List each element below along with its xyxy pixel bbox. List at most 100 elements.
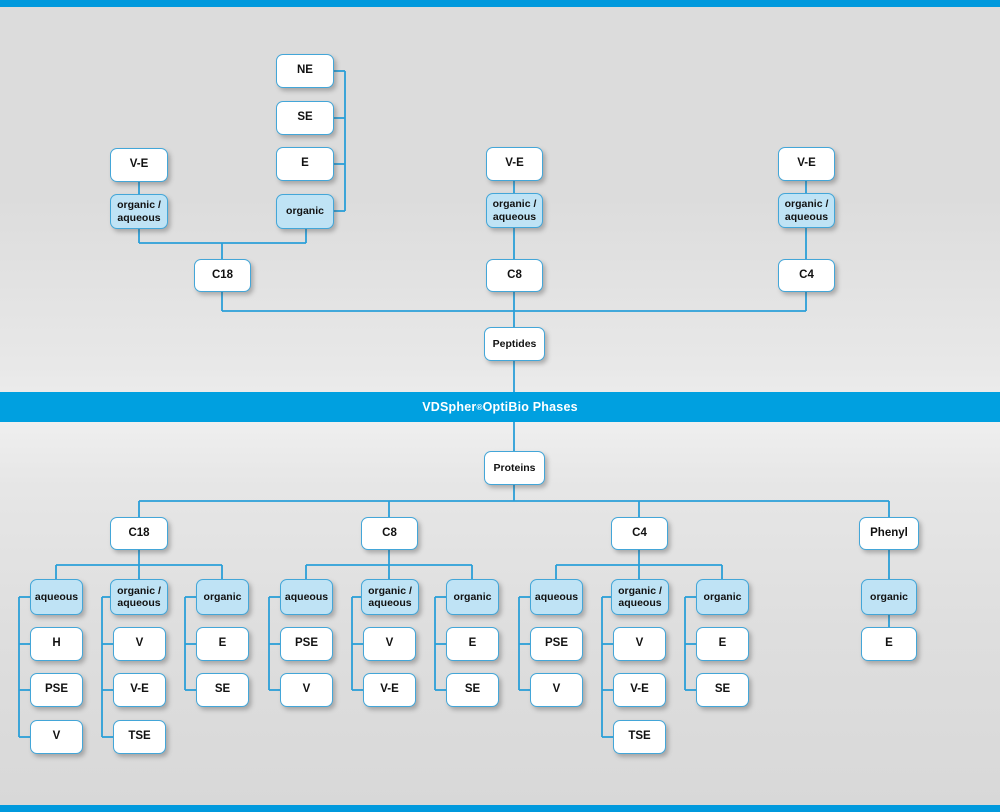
node-c4-aqueous-product-1[interactable]: PSE <box>530 627 583 661</box>
node-peptides-phase-c8[interactable]: C8 <box>486 259 543 292</box>
node-label: V <box>385 637 394 650</box>
node-label: NE <box>297 64 313 77</box>
node-label: E <box>885 637 893 650</box>
node-peptides-c18-organic-aqueous[interactable]: organic / aqueous <box>110 194 168 229</box>
node-label: E <box>301 157 309 170</box>
node-c18-organic-product-2[interactable]: SE <box>196 673 249 707</box>
node-c8-mode-aqueous[interactable]: aqueous <box>280 579 333 615</box>
node-peptides-c18-organic[interactable]: organic <box>276 194 334 229</box>
node-label-line1: organic / <box>618 584 662 597</box>
node-label-line2: aqueous <box>117 597 161 609</box>
node-label: aqueous <box>534 590 579 603</box>
node-c8-mode-organic[interactable]: organic <box>446 579 499 615</box>
node-c8-organic-aqueous-product-2[interactable]: V-E <box>363 673 416 707</box>
node-label-line1: organic / <box>117 199 161 212</box>
node-label: V-E <box>380 683 399 696</box>
node-peptides-c18-se[interactable]: SE <box>276 101 334 135</box>
node-peptides-c18-ne[interactable]: NE <box>276 54 334 88</box>
node-label: C18 <box>211 268 234 281</box>
node-proteins-phase-c4[interactable]: C4 <box>611 517 668 550</box>
node-peptides-c8-organic-aqueous[interactable]: organic / aqueous <box>486 193 543 228</box>
node-c4-organic-aqueous-product-1[interactable]: V <box>613 627 666 661</box>
node-c18-mode-aqueous[interactable]: aqueous <box>30 579 83 615</box>
node-label: V-E <box>129 158 149 171</box>
node-peptides-c4-organic-aqueous[interactable]: organic / aqueous <box>778 193 835 228</box>
node-c4-aqueous-product-2[interactable]: V <box>530 673 583 707</box>
node-c4-mode-organic[interactable]: organic <box>696 579 749 615</box>
node-label-line2: aqueous <box>117 211 161 224</box>
node-label: SE <box>714 683 731 696</box>
node-label: V <box>635 637 644 650</box>
node-proteins-phase-c8[interactable]: C8 <box>361 517 418 550</box>
node-label: organic <box>203 590 242 603</box>
node-label: E <box>718 637 727 650</box>
node-label-line2: aqueous <box>618 597 662 609</box>
node-peptides-c18-e[interactable]: E <box>276 147 334 181</box>
node-label-line1: organic / <box>368 584 412 597</box>
node-c18-organic-aqueous-product-2[interactable]: V-E <box>113 673 166 707</box>
node-phenyl-mode-organic[interactable]: organic <box>861 579 917 615</box>
node-peptides-phase-c4[interactable]: C4 <box>778 259 835 292</box>
node-label: C8 <box>382 526 397 539</box>
node-c8-aqueous-product-1[interactable]: PSE <box>280 627 333 661</box>
node-label: V-E <box>797 157 816 170</box>
node-c8-organic-aqueous-product-1[interactable]: V <box>363 627 416 661</box>
node-c4-organic-product-1[interactable]: E <box>696 627 749 661</box>
node-label: Phenyl <box>870 526 908 539</box>
node-label: Peptides <box>492 337 537 350</box>
node-label: V-E <box>505 157 524 170</box>
node-peptides-c18-ve[interactable]: V-E <box>110 148 168 182</box>
node-label-line1: organic / <box>117 584 161 597</box>
node-c8-organic-product-2[interactable]: SE <box>446 673 499 707</box>
node-label-line2: aqueous <box>784 210 829 223</box>
node-label: organic <box>703 590 742 603</box>
node-label: C4 <box>799 268 814 281</box>
node-label: V-E <box>130 683 149 696</box>
node-c18-organic-product-1[interactable]: E <box>196 627 249 661</box>
node-label: organic <box>453 590 492 603</box>
node-label: SE <box>214 683 231 696</box>
node-label: aqueous <box>34 590 79 603</box>
node-c4-mode-aqueous[interactable]: aqueous <box>530 579 583 615</box>
node-peptides-root[interactable]: Peptides <box>484 327 545 361</box>
node-peptides-c4-ve[interactable]: V-E <box>778 147 835 181</box>
top-accent-bar <box>0 0 1000 7</box>
node-label-line2: aqueous <box>368 597 412 609</box>
node-c18-mode-organic[interactable]: organic <box>196 579 249 615</box>
node-c18-aqueous-product-3[interactable]: V <box>30 720 83 754</box>
node-phenyl-organic-product-1[interactable]: E <box>861 627 917 661</box>
node-c4-organic-aqueous-product-3[interactable]: TSE <box>613 720 666 754</box>
node-peptides-phase-c18[interactable]: C18 <box>194 259 251 292</box>
node-label: organic <box>286 205 324 218</box>
node-peptides-c8-ve[interactable]: V-E <box>486 147 543 181</box>
node-label: V <box>552 683 561 696</box>
node-label: V <box>135 637 144 650</box>
node-label: SE <box>297 111 313 124</box>
node-label: Proteins <box>493 461 536 474</box>
node-label-line1: organic / <box>492 198 537 211</box>
node-c18-aqueous-product-2[interactable]: PSE <box>30 673 83 707</box>
node-c18-organic-aqueous-product-3[interactable]: TSE <box>113 720 166 754</box>
node-label: E <box>468 637 477 650</box>
node-label: TSE <box>128 730 151 743</box>
node-label: PSE <box>294 637 318 650</box>
node-proteins-root[interactable]: Proteins <box>484 451 545 485</box>
node-c18-organic-aqueous-product-1[interactable]: V <box>113 627 166 661</box>
node-c8-organic-product-1[interactable]: E <box>446 627 499 661</box>
node-label: C8 <box>507 268 522 281</box>
node-proteins-phase-c18[interactable]: C18 <box>110 517 168 550</box>
node-label: H <box>52 637 61 650</box>
node-label: C18 <box>128 526 150 539</box>
node-label: SE <box>464 683 481 696</box>
node-proteins-phase-phenyl[interactable]: Phenyl <box>859 517 919 550</box>
node-c4-mode-organic-aqueous[interactable]: organic / aqueous <box>611 579 669 615</box>
node-c4-organic-product-2[interactable]: SE <box>696 673 749 707</box>
node-label: V <box>52 730 61 743</box>
node-c4-organic-aqueous-product-2[interactable]: V-E <box>613 673 666 707</box>
node-label: E <box>218 637 227 650</box>
node-c18-mode-organic-aqueous[interactable]: organic / aqueous <box>110 579 168 615</box>
node-c8-mode-organic-aqueous[interactable]: organic / aqueous <box>361 579 419 615</box>
node-c18-aqueous-product-1[interactable]: H <box>30 627 83 661</box>
node-c8-aqueous-product-2[interactable]: V <box>280 673 333 707</box>
